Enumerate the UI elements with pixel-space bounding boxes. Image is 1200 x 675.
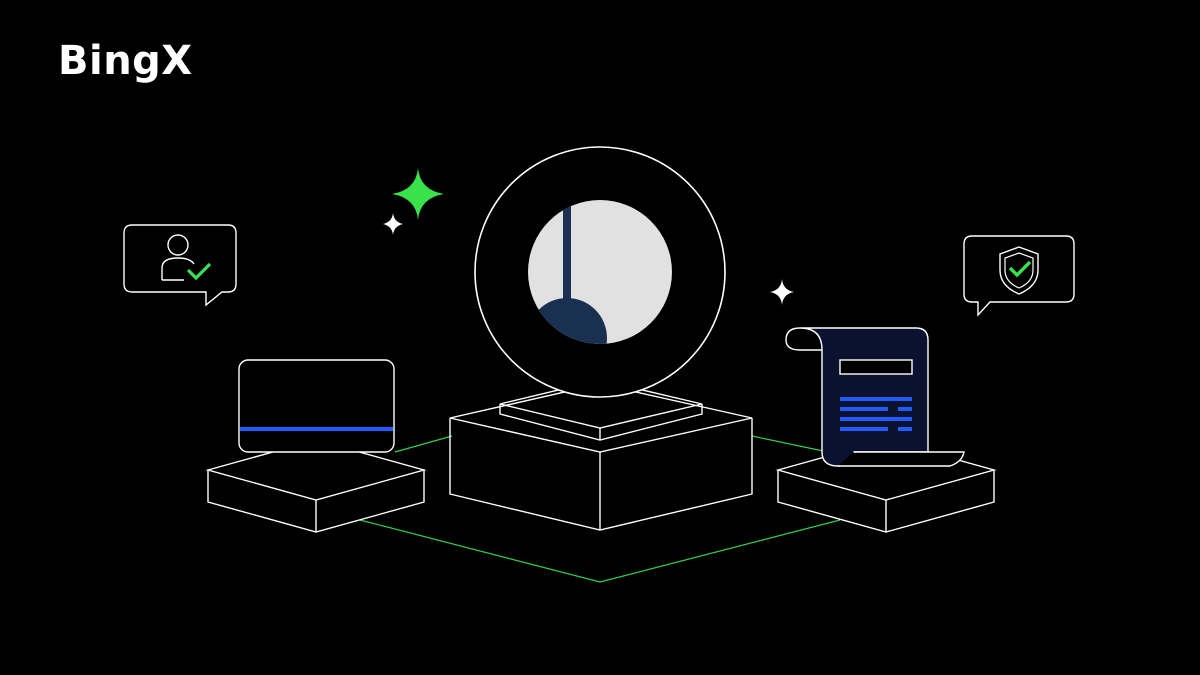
user-verified-bubble	[123, 224, 237, 307]
bingx-logo: BingX	[58, 38, 193, 84]
sparkle-icon	[383, 168, 794, 305]
shield-check-icon	[999, 246, 1039, 295]
center-pedestal	[449, 379, 753, 531]
ground-connector-lines	[359, 435, 841, 583]
left-platform	[205, 439, 427, 533]
card-stripe	[240, 427, 393, 431]
user-verified-icon	[161, 234, 212, 281]
shield-check-bubble	[963, 235, 1075, 317]
document-scroll-icon	[785, 327, 965, 467]
magnifier-orb-icon	[474, 146, 726, 398]
document-title-box	[839, 359, 913, 375]
card-icon	[238, 359, 395, 453]
